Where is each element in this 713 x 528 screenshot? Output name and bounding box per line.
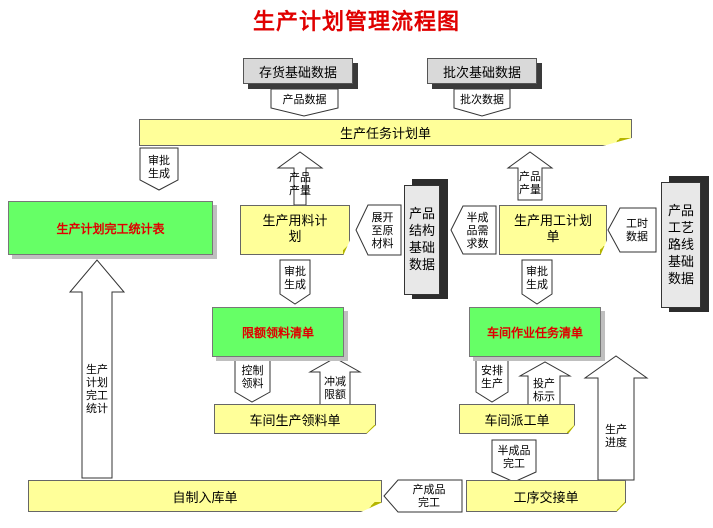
label-completion-stat: 生产 计划 完工 统计 [86, 363, 108, 415]
warehouse-in-label: 自制入库单 [172, 490, 238, 506]
arrow-approve-3 [521, 259, 553, 305]
process-route-label: 产品 工艺 路线 基础 数据 [667, 203, 694, 287]
quota-list-box: 限额领料清单 [212, 307, 344, 357]
arrow-feed-mark [518, 361, 572, 406]
label-prod-progress: 生产 进度 [605, 423, 627, 449]
completion-stats-label: 生产计划完工统计表 [56, 221, 165, 236]
label-feed-mark: 投产 标示 [533, 377, 555, 403]
arrow-batch-data [453, 88, 511, 117]
label-expand-material: 展开 至原 材料 [371, 210, 394, 250]
label-labor-data: 工时 数据 [626, 217, 648, 243]
task-plan-doc: 生产任务计划单 [139, 119, 632, 146]
product-structure-label: 产品 结构 基础 数据 [408, 207, 435, 273]
inventory-data-label: 存货基础数据 [258, 65, 337, 81]
warehouse-in-doc: 自制入库单 [28, 480, 382, 512]
arrow-offset-quota [308, 357, 362, 406]
arrow-approve-1 [139, 147, 179, 191]
material-plan-label: 生产用料计 划 [262, 214, 328, 245]
arrow-product-data [270, 88, 339, 117]
process-handover-label: 工序交接单 [513, 490, 579, 506]
product-structure-db: 产品 结构 基础 数据 [404, 185, 440, 295]
label-product-qty-1: 产品 产量 [289, 171, 311, 197]
label-control-issue: 控制 领料 [241, 364, 264, 390]
arrow-product-qty-2 [506, 151, 554, 201]
label-product-data: 产品数据 [282, 92, 327, 106]
arrow-product-qty-1 [276, 151, 324, 206]
label-offset-quota: 冲减 限额 [324, 375, 346, 401]
arrow-control-issue [234, 359, 271, 403]
label-semi-demand: 半成 品需 求数 [466, 210, 489, 250]
label-product-qty-2: 产品 产量 [519, 170, 541, 196]
label-approve-2: 审批 生成 [284, 265, 306, 291]
workshop-issue-doc: 车间生产领料单 [214, 404, 376, 434]
work-order-list-label: 车间作业任务清单 [486, 325, 583, 340]
page-title: 生产计划管理流程图 [252, 10, 460, 35]
arrow-semi-demand [450, 205, 497, 255]
labor-plan-doc: 生产用工计划 单 [499, 205, 607, 255]
material-plan-doc: 生产用料计 划 [240, 205, 350, 255]
batch-data-box: 批次基础数据 [427, 58, 537, 84]
arrow-semi-finished [491, 439, 537, 483]
arrow-arrange-prod [475, 359, 509, 403]
workshop-issue-label: 车间生产领料单 [249, 413, 341, 429]
label-arrange-prod: 安排 生产 [481, 364, 503, 390]
completion-stats-box: 生产计划完工统计表 [8, 201, 213, 255]
work-order-list-box: 车间作业任务清单 [469, 307, 601, 357]
workshop-dispatch-label: 车间派工单 [484, 413, 550, 429]
label-approve-3: 审批 生成 [526, 265, 548, 291]
arrow-finished [383, 479, 463, 513]
process-route-db: 产品 工艺 路线 基础 数据 [661, 182, 701, 308]
arrow-expand-material [355, 204, 402, 256]
process-handover-doc: 工序交接单 [466, 480, 626, 512]
label-semi-finished: 半成品 完工 [497, 444, 531, 470]
label-finished: 产成品 完工 [412, 483, 446, 509]
arrow-prod-progress [583, 355, 649, 481]
arrow-completion-stat [68, 259, 126, 479]
arrow-labor-data [607, 207, 657, 253]
workshop-dispatch-doc: 车间派工单 [459, 404, 575, 434]
batch-data-label: 批次基础数据 [442, 65, 521, 81]
inventory-data-box: 存货基础数据 [243, 58, 353, 84]
arrow-approve-2 [279, 259, 311, 305]
quota-list-label: 限额领料清单 [241, 325, 314, 340]
task-plan-label: 生产任务计划单 [339, 127, 431, 142]
labor-plan-label: 生产用工计划 单 [513, 214, 592, 245]
label-batch-data: 批次数据 [460, 92, 504, 106]
label-approve-1: 审批 生成 [148, 154, 170, 180]
